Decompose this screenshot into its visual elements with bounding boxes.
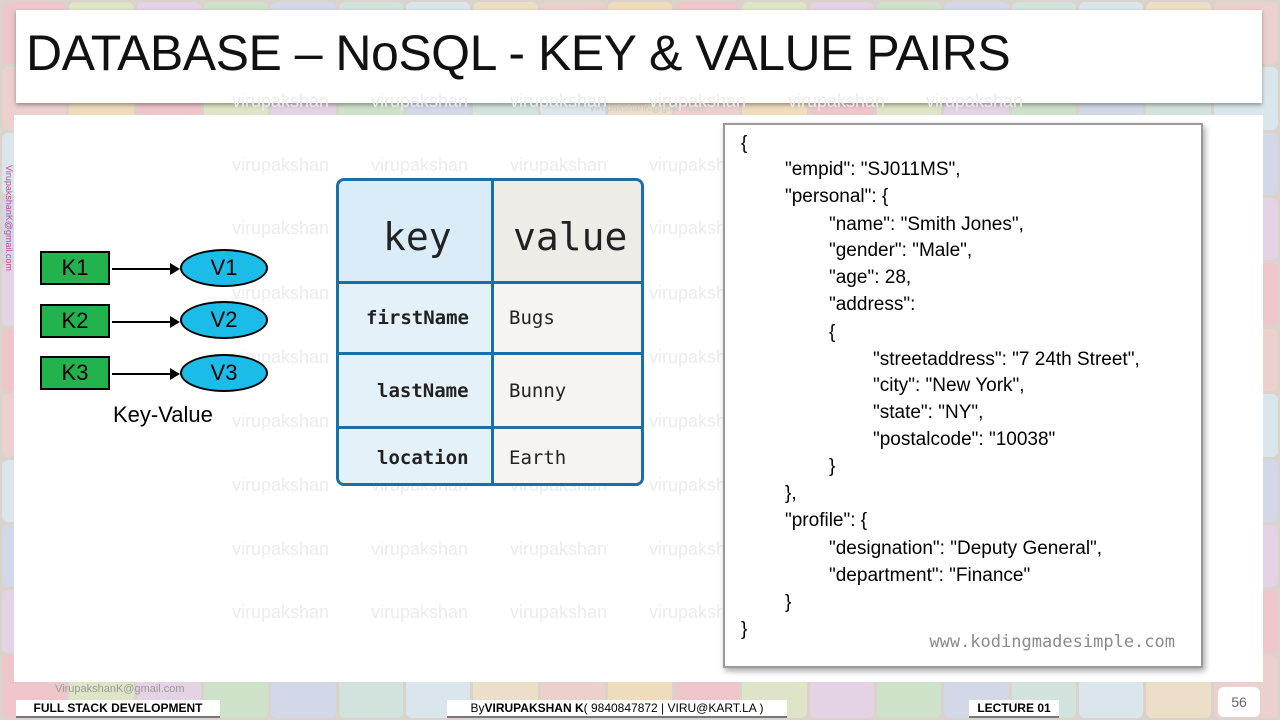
arrow-icon (112, 368, 180, 380)
title-bar: DATABASE – NoSQL - KEY & VALUE PAIRS (16, 10, 1262, 103)
table-header-key: key (383, 215, 452, 259)
watermark-text: virupakshan (232, 283, 330, 303)
watermark-text: virupakshan (649, 475, 747, 495)
watermark-text: virupakshan (510, 602, 608, 622)
arrow-icon (112, 316, 180, 328)
slide-title: DATABASE – NoSQL - KEY & VALUE PAIRS (26, 25, 1011, 81)
table-cell-value: Bugs (509, 307, 555, 329)
watermark-text: virupakshan (371, 155, 469, 175)
side-email-watermark: VirupakshanK@gmail.com (4, 165, 14, 272)
diagram-caption: Key-Value (113, 402, 213, 427)
table-cell-key: firstName (366, 307, 469, 329)
json-example-panel: www.kodingmadesimple.com { "empid": "SJ01… (723, 123, 1203, 668)
watermark-text: virupakshan (510, 155, 608, 175)
value-ellipse: V3 (180, 354, 268, 392)
json-line: "address": (829, 294, 916, 315)
watermark-text: virupakshan (232, 539, 330, 559)
watermark-text: virupakshan (232, 602, 330, 622)
watermark-text: virupakshan (232, 475, 330, 495)
json-line: { (829, 322, 836, 343)
table-cell-key: location (377, 447, 469, 469)
watermark-text: virupakshan (649, 539, 747, 559)
watermark-text: virupakshan (510, 539, 608, 559)
watermark-text: virupakshan (232, 91, 330, 111)
watermark-text: virupakshan (649, 602, 747, 622)
watermark-text: virupakshan (649, 283, 747, 303)
json-line: "empid": "SJ011MS", (785, 159, 961, 180)
key-box: K1 (40, 251, 110, 285)
key-box: K3 (40, 356, 110, 390)
arrow-icon (112, 263, 180, 275)
table-header-value: value (513, 215, 628, 259)
watermark-text: virupakshan (649, 218, 747, 238)
author-contact: ( 9840847872 | VIRU@KART.LA ) (583, 701, 764, 715)
value-ellipse: V2 (180, 301, 268, 339)
watermark-text: virupakshan (371, 602, 469, 622)
json-line: "streetaddress": "7 24th Street", (873, 349, 1140, 370)
json-line: "name": "Smith Jones", (829, 214, 1024, 235)
watermark-text: virupakshan (649, 411, 747, 431)
json-credit: www.kodingmadesimple.com (929, 632, 1175, 652)
json-line: "postalcode": "10038" (873, 429, 1056, 450)
watermark-text: virupakshan (788, 91, 886, 111)
json-line: "designation": "Deputy General", (829, 538, 1103, 559)
watermark-text: virupakshan (232, 411, 330, 431)
json-line: "department": "Finance" (829, 565, 1031, 586)
json-line: { (741, 133, 748, 154)
value-ellipse: V1 (180, 249, 268, 287)
json-line: "city": "New York", (873, 375, 1025, 396)
watermark-text: virupakshan (649, 91, 747, 111)
watermark-text: virupakshan (510, 91, 608, 111)
table-cell-key: lastName (377, 380, 469, 402)
json-line: "age": 28, (829, 267, 912, 288)
table-cell-value: Bunny (509, 380, 567, 402)
watermark-text: virupakshan (926, 91, 1024, 111)
watermark-text: virupakshan (232, 155, 330, 175)
json-line: } (829, 456, 836, 477)
json-line: }, (785, 483, 797, 504)
json-line: "profile": { (785, 510, 868, 531)
course-label: FULL STACK DEVELOPMENT (16, 700, 220, 718)
json-line: } (741, 619, 748, 640)
json-line: "state": "NY", (873, 402, 984, 423)
json-line: "personal": { (785, 186, 889, 207)
watermark-text: virupakshan (371, 91, 469, 111)
footer-email: VirupakshanK@gmail.com (55, 683, 185, 695)
watermark-text: virupakshan (649, 347, 747, 367)
watermark-text: virupakshan (371, 539, 469, 559)
page-number: 56 (1218, 687, 1260, 717)
watermark-text: virupakshan (649, 155, 747, 175)
author-line: By VIRUPAKSHAN K ( 9840847872 | VIRU@KAR… (447, 700, 787, 718)
watermark-text: virupakshan (232, 218, 330, 238)
key-box: K2 (40, 304, 110, 338)
table-cell-value: Earth (509, 447, 567, 469)
lecture-label: LECTURE 01 (969, 700, 1059, 718)
key-value-table: key value firstName Bugs lastName Bunny … (336, 178, 644, 486)
json-line: } (785, 592, 792, 613)
json-line: "gender": "Male", (829, 240, 973, 261)
top-email-watermark: VirupakshanK@gmail.com (589, 103, 707, 114)
author-name: VIRUPAKSHAN K (484, 701, 584, 715)
